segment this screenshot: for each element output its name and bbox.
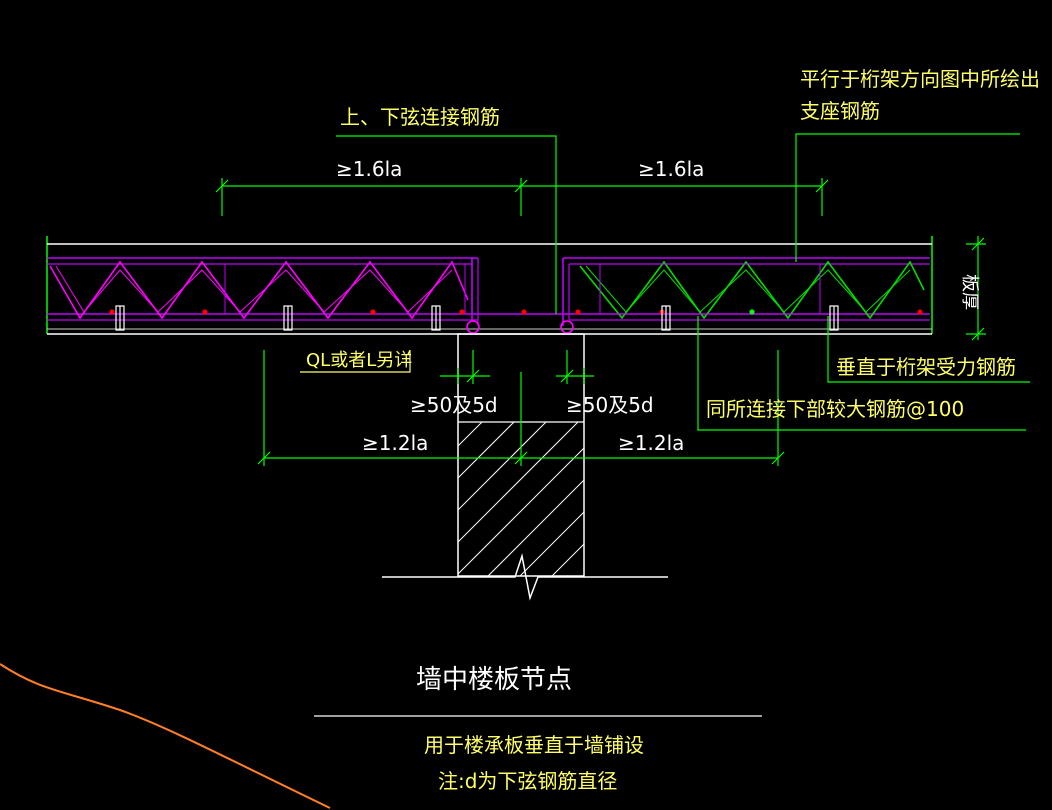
break-line (382, 553, 668, 601)
dim-16-left (215, 178, 528, 216)
label-dim-left-16: ≥1.6la (336, 157, 402, 181)
right-top-chord (562, 257, 930, 326)
left-truss-web (49, 260, 469, 320)
leader-ql (300, 350, 411, 373)
label-perp-note: 垂直于桁架受力钢筋 (836, 355, 1016, 379)
label-dim-right-16: ≥1.6la (638, 157, 704, 181)
leader-perp (827, 316, 1030, 383)
label-top-connect: 上、下弦连接钢筋 (340, 105, 500, 129)
left-bearing-bar (466, 320, 480, 334)
dim-16-right (521, 178, 829, 216)
left-bottom-chord (47, 313, 548, 321)
label-dim-right-50: ≥50及5d (566, 393, 654, 417)
right-truss-web-inner (585, 265, 911, 313)
leader-top-connect (336, 135, 557, 314)
title-main: 墙中楼板节点 (416, 665, 572, 695)
wall-hatch (457, 421, 585, 577)
right-bearing-bar (560, 320, 574, 334)
dim-50 (440, 350, 594, 384)
dim-12 (257, 350, 785, 466)
label-dim-left-50: ≥50及5d (410, 393, 498, 417)
support-plates (115, 305, 839, 331)
title-sub1: 用于楼承板垂直于墙铺设 (424, 733, 644, 757)
slab-outline (46, 236, 933, 335)
leader-connect-bottom (697, 316, 1026, 431)
label-slab-thickness: 板厚 (959, 274, 980, 310)
label-dim-left-12: ≥1.2la (362, 431, 428, 455)
left-truss-web-inner (55, 265, 453, 313)
label-connect-bottom: 同所连接下部较大钢筋@100 (706, 397, 964, 421)
orange-boundary-curve (0, 663, 331, 809)
left-inner-box (224, 263, 466, 315)
label-parallel-line1: 平行于桁架方向图中所绘出 (800, 67, 1040, 91)
right-truss-web (579, 260, 925, 320)
right-inner-box (599, 263, 821, 315)
title-sub2: 注:d为下弦钢筋直径 (438, 769, 617, 793)
leader-parallel (795, 133, 1020, 262)
label-parallel-line2: 支座钢筋 (800, 99, 880, 123)
dim-thickness (966, 236, 986, 341)
label-dim-right-12: ≥1.2la (618, 431, 684, 455)
label-ql-note: QL或者L另详 (306, 350, 412, 371)
